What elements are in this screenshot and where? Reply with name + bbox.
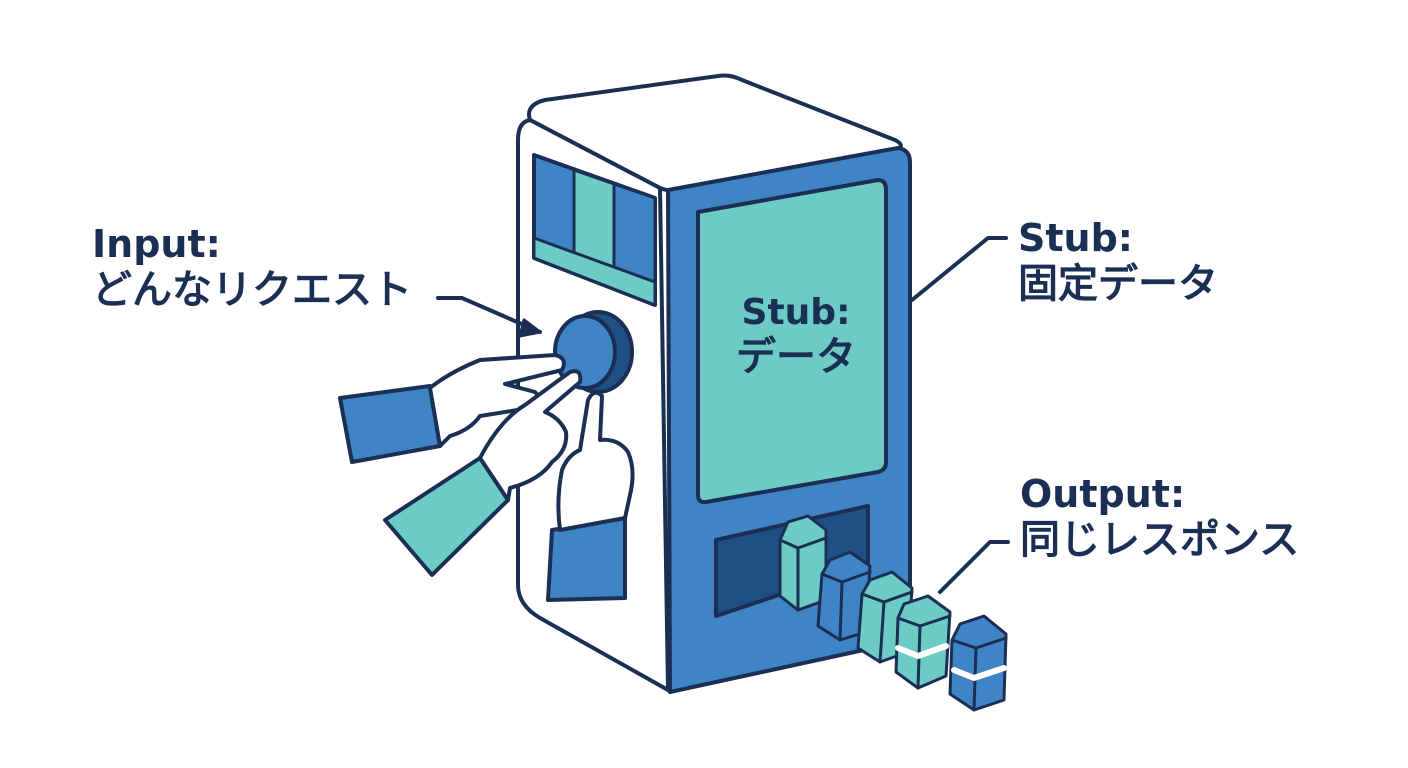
hand-middle	[383, 369, 583, 577]
output-leader-line	[938, 540, 1010, 594]
stub-leader-line	[910, 236, 1008, 302]
hand-bottom-palm	[556, 390, 635, 532]
screen-label-title: Stub:	[741, 292, 851, 333]
input-leader-arrowhead	[518, 318, 542, 338]
milk-carton-5	[948, 614, 1008, 712]
input-label-title: Input:	[92, 222, 221, 266]
front-screen	[696, 178, 888, 505]
screen-label: Stub: データ	[716, 292, 876, 382]
input-label-text: どんなリクエスト	[92, 266, 412, 313]
stub-label-text: 固定データ	[1018, 260, 1218, 307]
stub-label-title: Stub:	[1018, 216, 1133, 260]
output-label-title: Output:	[1020, 472, 1186, 516]
hand-middle-palm	[478, 369, 583, 502]
sleeve-top	[338, 384, 442, 464]
input-label: Input: どんなリクエスト	[92, 222, 412, 314]
hand-top-palm	[428, 353, 566, 448]
hand-bottom	[546, 390, 635, 602]
screen-label-text: データ	[736, 334, 856, 381]
input-leader-line	[436, 296, 542, 334]
milk-carton-2	[816, 550, 872, 642]
milk-carton-4	[894, 594, 952, 690]
side-display-bottom-strip	[532, 236, 657, 307]
output-label-text: 同じレスポンス	[1020, 516, 1300, 563]
milk-carton-1	[778, 514, 828, 612]
output-label: Output: 同じレスポンス	[1020, 472, 1299, 564]
stub-label: Stub: 固定データ	[1018, 216, 1218, 308]
hand-top	[338, 353, 566, 464]
